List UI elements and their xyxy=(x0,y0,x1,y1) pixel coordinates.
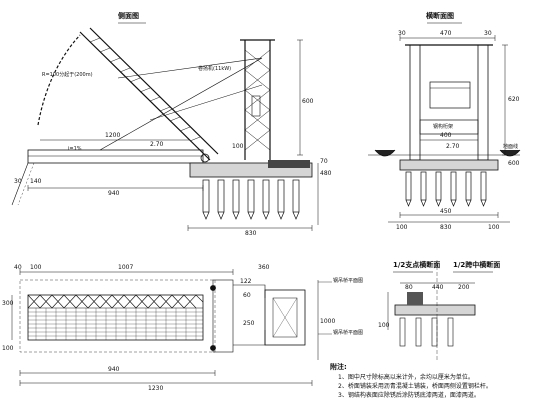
drum-box xyxy=(251,95,261,117)
front-beam-label: 钢构桁架 xyxy=(433,124,454,130)
plan-pier xyxy=(212,279,234,353)
ground-slope xyxy=(11,162,29,206)
side-elevation-view xyxy=(11,22,319,231)
section-cap xyxy=(394,304,476,316)
plan-dim-1230: 1230 xyxy=(148,385,164,392)
plan-abutment-outline xyxy=(19,279,216,353)
front-beam-box xyxy=(419,119,479,135)
note-line-3: 3、钢结构表面应除锈后涂防锈底漆两道，面漆两道。 xyxy=(338,392,480,399)
half-midspan-section-title: 1/2跨中横断面 xyxy=(453,261,501,269)
front-right-column xyxy=(477,44,489,161)
plan-dim-100a: 100 xyxy=(30,264,42,271)
front-dimension-lines xyxy=(388,35,510,223)
ground-slope-hatch xyxy=(17,162,35,206)
dim-2-70: 2.70 xyxy=(150,141,164,148)
front-dim-30b: 30 xyxy=(484,30,492,37)
plan-dim-360: 360 xyxy=(258,264,270,271)
front-dim-470: 470 xyxy=(440,30,452,37)
hatched-block xyxy=(268,160,310,168)
front-elevation-title: 横断面图 xyxy=(426,12,454,20)
boom-bottom-chord xyxy=(89,27,219,155)
boom-lattice xyxy=(89,37,201,142)
side-dimension-lines xyxy=(27,39,319,231)
front-piles xyxy=(405,171,487,207)
front-dim-400: 400 xyxy=(440,132,452,139)
front-dim-600: 600 xyxy=(508,160,520,167)
dim-70: 70 xyxy=(320,158,328,165)
dim-480: 480 xyxy=(320,170,332,177)
section-dim-80: 80 xyxy=(405,284,413,291)
cable-lower xyxy=(99,57,263,151)
front-dim-450: 450 xyxy=(440,208,452,215)
plan-grating xyxy=(28,308,203,340)
plan-dim-250: 250 xyxy=(243,320,255,327)
dim-140: 140 xyxy=(30,178,42,185)
note-line-2: 2、桥面铺装采用沥青混凝土铺装，桥面两侧设置钢栏杆。 xyxy=(338,383,492,390)
drum-label: 卷扬机(11kW) xyxy=(198,66,232,72)
side-piles xyxy=(202,179,300,220)
half-support-section-title: 1/2支点横断面 xyxy=(393,261,441,269)
plan-inner-base xyxy=(272,297,298,338)
water-level-left xyxy=(374,149,396,157)
front-dim-620: 620 xyxy=(508,96,520,103)
front-elevation-view xyxy=(368,22,521,223)
dim-1200: 1200 xyxy=(105,132,121,139)
front-dim-30a: 30 xyxy=(398,30,406,37)
plan-label-bottom: 钢吊桥平面图 xyxy=(333,330,364,336)
swing-arc xyxy=(37,34,81,126)
plan-base-diag-2 xyxy=(272,297,298,338)
plan-truss xyxy=(27,294,204,309)
anchor-dot-bottom xyxy=(210,345,216,351)
side-deck xyxy=(27,149,204,164)
plan-dim-40: 40 xyxy=(14,264,22,271)
plan-dim-122: 122 xyxy=(240,278,252,285)
slope-label: i=1% xyxy=(68,146,82,152)
plan-dim-1000: 1000 xyxy=(320,318,336,325)
plan-dim-300: 300 xyxy=(2,300,14,307)
front-dim-100a: 100 xyxy=(396,224,408,231)
front-left-column xyxy=(409,44,421,161)
plan-deck-outline xyxy=(27,294,204,341)
plan-dim-940: 940 xyxy=(108,366,120,373)
plan-dim-100b: 100 xyxy=(2,345,14,352)
front-dim-2-70: 2.70 xyxy=(446,143,460,150)
front-dim-100b: 100 xyxy=(488,224,500,231)
plan-tower-base xyxy=(264,289,306,346)
front-dim-830: 830 xyxy=(440,224,452,231)
dim-100: 100 xyxy=(232,143,244,150)
plan-dim-60: 60 xyxy=(243,292,251,299)
cable-upper xyxy=(117,57,263,79)
section-dim-440: 440 xyxy=(432,284,444,291)
dim-600: 600 xyxy=(302,98,314,105)
side-elevation-title: 侧面图 xyxy=(118,12,139,20)
boom-top-chord xyxy=(79,31,211,161)
front-gate-panel xyxy=(429,81,471,109)
plan-dim-1007: 1007 xyxy=(118,264,134,271)
front-pier-cap xyxy=(399,159,499,171)
dim-30: 30 xyxy=(14,178,22,185)
section-girder xyxy=(407,292,423,305)
tower-bracing xyxy=(244,49,271,151)
plan-label-top: 钢吊桥平面图 xyxy=(333,278,364,284)
section-dim-100: 100 xyxy=(378,322,390,329)
half-sections-view xyxy=(387,260,493,362)
dim-830: 830 xyxy=(245,230,257,237)
ground-line-label: 地面线 xyxy=(503,144,519,150)
note-line-1: 1、图中尺寸除标高以米计外，余均以厘米为单位。 xyxy=(338,374,474,381)
plan-view xyxy=(11,269,332,386)
anchor-dot-top xyxy=(210,285,216,291)
dim-940: 940 xyxy=(108,190,120,197)
notes-title: 附注: xyxy=(330,363,347,371)
swing-arc-label: R=100分起于(200m) xyxy=(42,72,93,78)
cable-mid xyxy=(149,84,263,121)
section-dim-200: 200 xyxy=(458,284,470,291)
plan-dimension-lines xyxy=(11,269,319,386)
hinge-pin xyxy=(200,153,210,163)
section-piles xyxy=(399,317,454,347)
